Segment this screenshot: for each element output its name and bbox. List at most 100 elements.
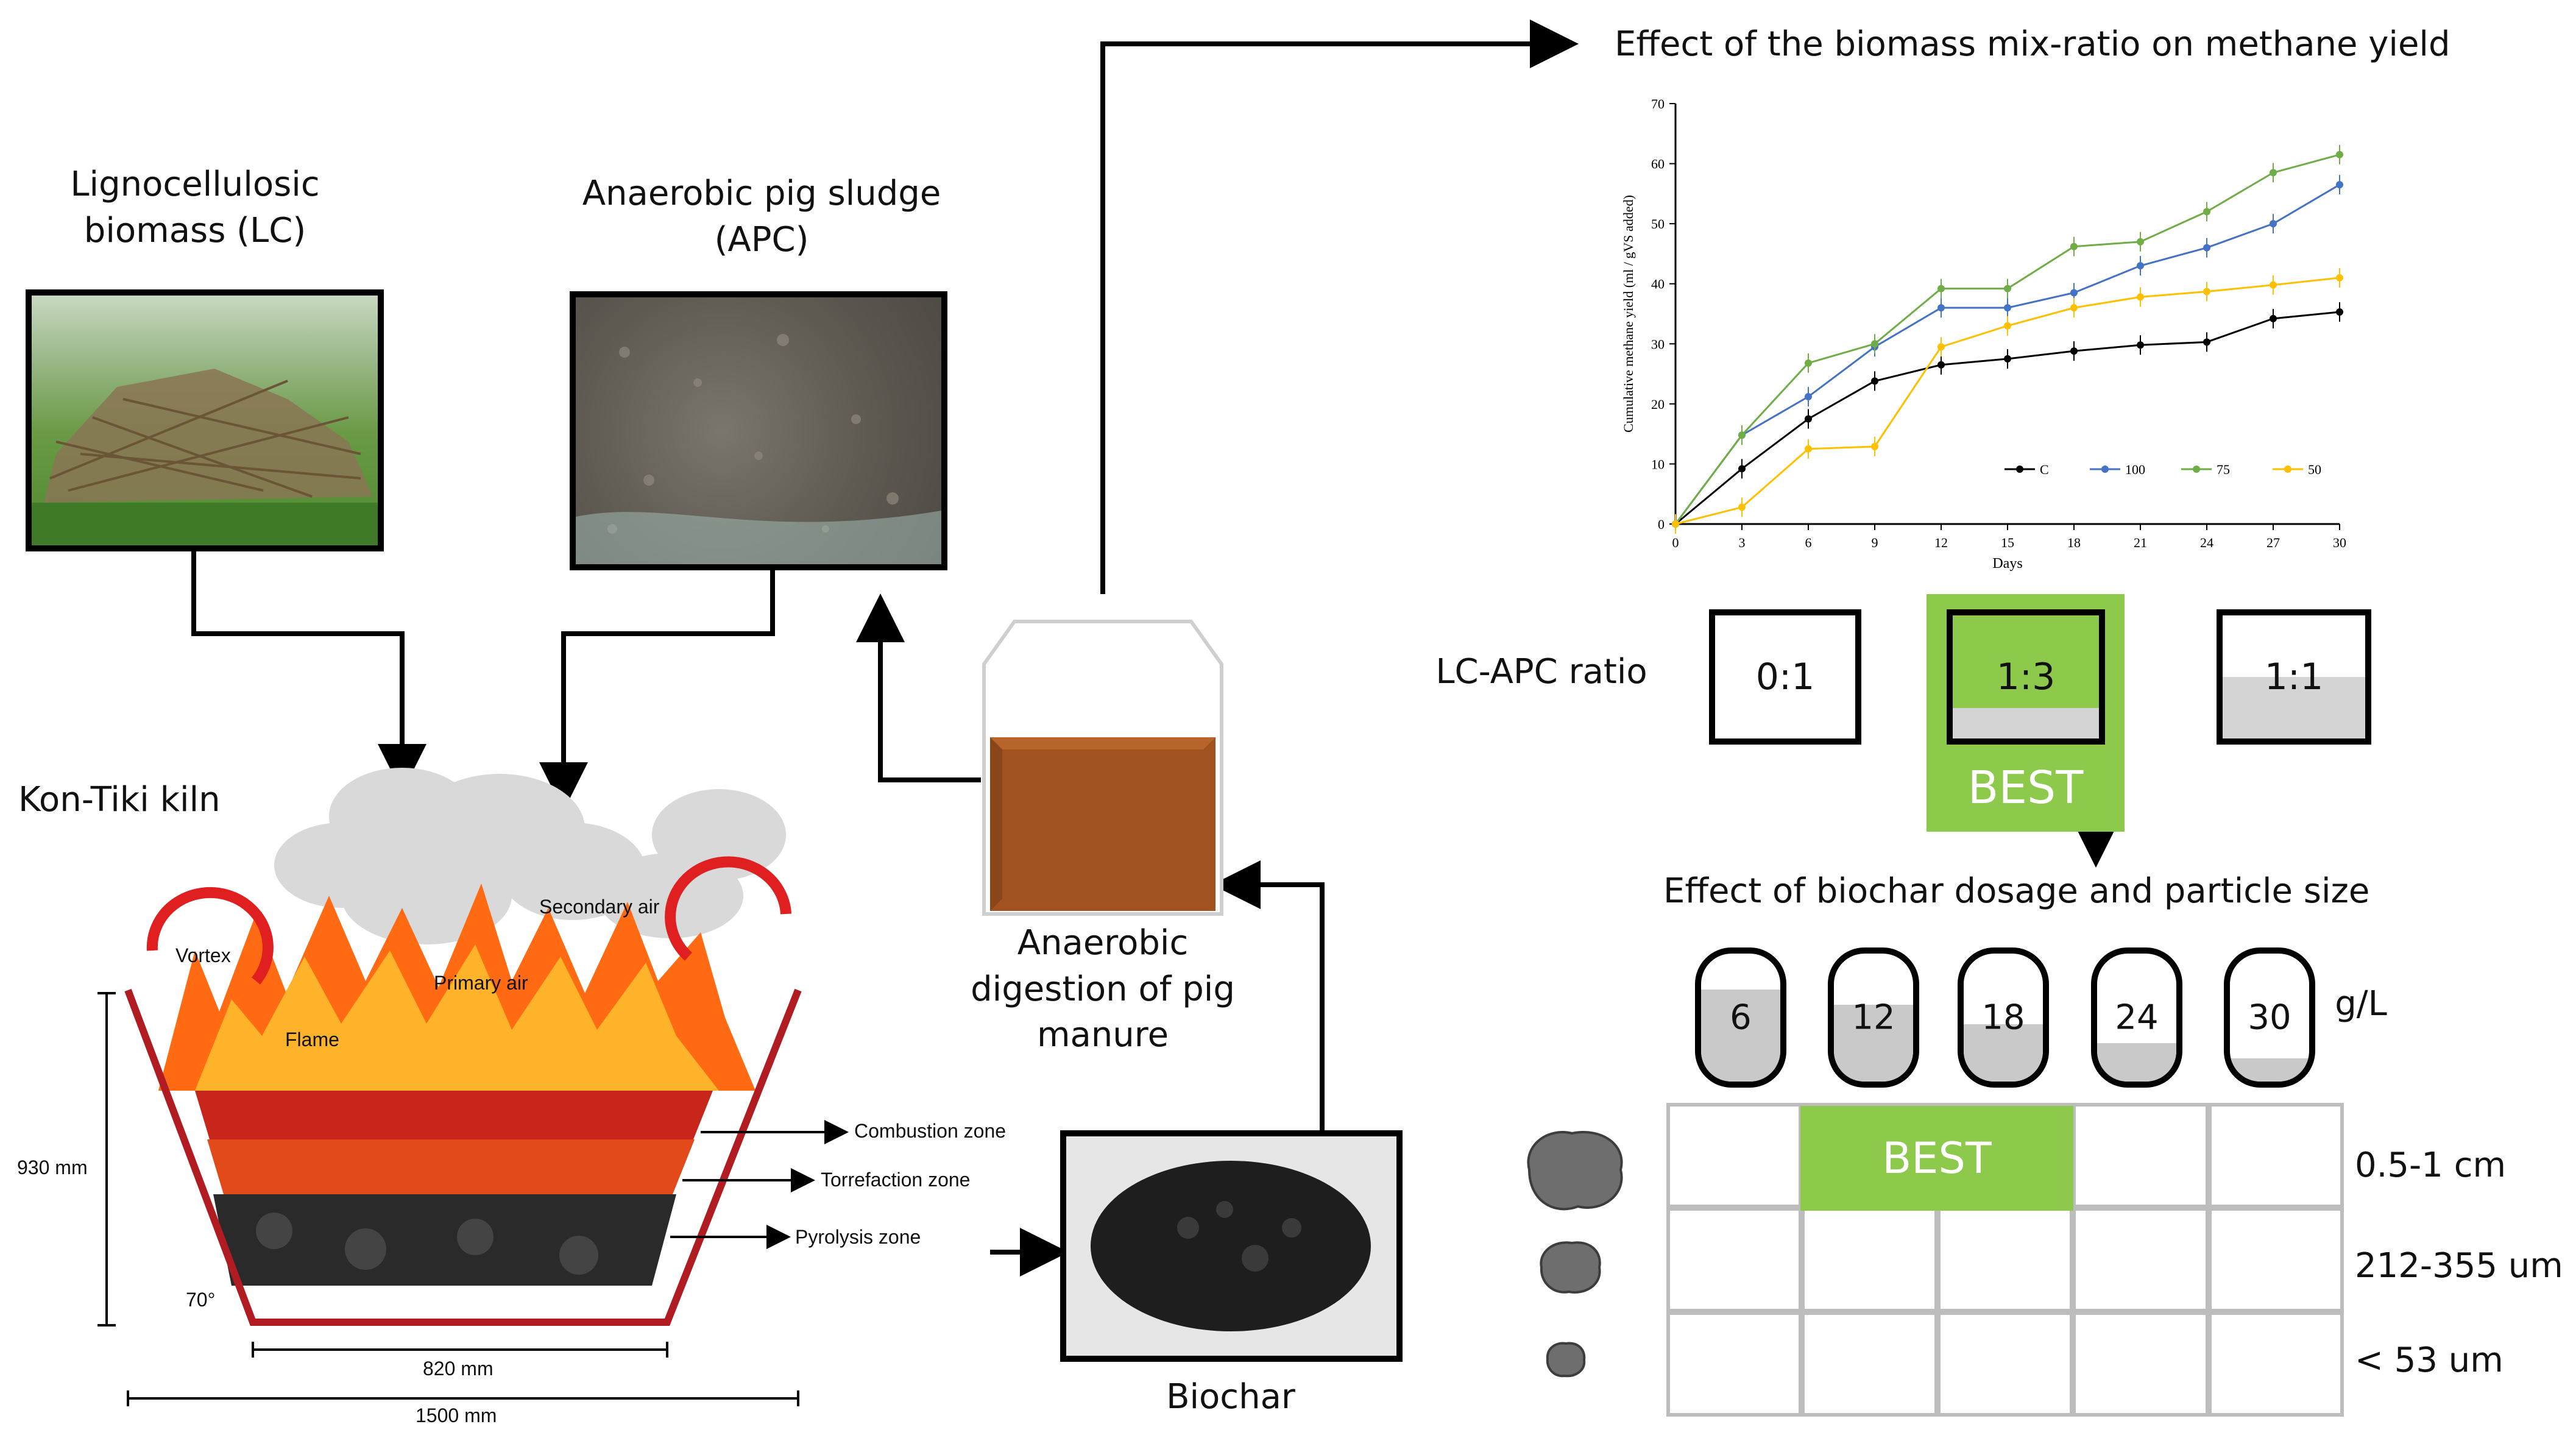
data-point <box>1738 431 1746 439</box>
best-ratio-label: BEST <box>1967 762 2084 814</box>
data-point <box>2270 314 2277 322</box>
data-point <box>1738 503 1746 511</box>
bottom-width-label: 820 mm <box>423 1358 494 1379</box>
vial-fill <box>1964 1024 2043 1082</box>
legend-entry: 75 <box>2217 462 2230 477</box>
y-tick-label: 40 <box>1651 277 1665 292</box>
angle-label: 70° <box>186 1289 216 1311</box>
grid-cell <box>2073 1312 2209 1417</box>
data-point <box>1805 393 1812 401</box>
dosage-vial-12: 12 <box>1828 947 1919 1088</box>
dosage-vial-18: 18 <box>1958 947 2049 1088</box>
y-axis-label: Cumulative methane yield (ml / gVS added… <box>1621 195 1636 433</box>
data-point <box>1937 361 1945 369</box>
grid-cell <box>1802 1207 1937 1312</box>
lc-stick-pile <box>32 369 378 545</box>
data-point <box>1805 415 1812 423</box>
data-point <box>1672 520 1679 528</box>
data-point <box>2070 304 2078 312</box>
grid-cell <box>2208 1103 2344 1208</box>
digester-vessel <box>982 620 1223 916</box>
top-width-label: 1500 mm <box>416 1404 497 1426</box>
vial-fill <box>2097 1043 2176 1082</box>
grid-cell <box>1937 1207 2073 1312</box>
data-point <box>2336 151 2343 158</box>
vortex-arrows <box>146 856 791 985</box>
secondary-air-label: Secondary air <box>539 896 660 918</box>
data-point <box>1937 343 1945 351</box>
x-tick-label: 18 <box>2067 535 2081 550</box>
ratio-box-text: 1:1 <box>2264 656 2324 698</box>
vial-fill <box>2230 1058 2309 1082</box>
legend-marker <box>2101 466 2109 473</box>
x-tick-label: 6 <box>1805 535 1812 550</box>
arrow-digester-to-chart <box>1100 19 1579 594</box>
y-tick-label: 0 <box>1658 517 1665 532</box>
pyrolysis-zone-label: Pyrolysis zone <box>795 1226 921 1248</box>
legend-marker <box>2193 466 2200 473</box>
x-tick-label: 30 <box>2333 535 2346 550</box>
data-point <box>2004 322 2011 330</box>
size-label-small: < 53 um <box>2355 1340 2503 1380</box>
digestion-title: Anaerobic digestion of pig manure <box>969 920 1237 1058</box>
legend-entry: 50 <box>2308 462 2321 477</box>
kiln-illustration <box>97 768 849 1406</box>
apc-photo <box>570 291 947 570</box>
coals <box>195 1091 713 1286</box>
biochar-pile <box>1091 1161 1371 1331</box>
vial-fill <box>1834 1005 1913 1082</box>
data-point <box>2137 293 2144 301</box>
grid-cell <box>1666 1103 1802 1208</box>
effect-dosage-title: Effect of biochar dosage and particle si… <box>1663 871 2370 911</box>
particle-medium-icon <box>1540 1241 1601 1294</box>
vial-label: 24 <box>2115 997 2159 1038</box>
primary-air-label: Primary air <box>434 972 528 994</box>
data-point <box>1805 359 1812 367</box>
vial-label: 30 <box>2248 997 2291 1038</box>
lc-photo <box>26 289 384 551</box>
data-point <box>2270 169 2277 177</box>
ratio-label: LC-APC ratio <box>1435 652 1647 692</box>
smoke-clouds <box>274 768 786 944</box>
x-tick-label: 12 <box>1934 535 1948 550</box>
apc-title-line2: (APC) <box>714 219 809 260</box>
x-tick-label: 21 <box>2134 535 2147 550</box>
legend-entry: C <box>2040 462 2049 477</box>
height-label: 930 mm <box>17 1156 88 1178</box>
data-point <box>1937 285 1945 292</box>
combustion-zone-label: Combustion zone <box>854 1120 1007 1142</box>
x-tick-label: 24 <box>2200 535 2213 550</box>
ratio-box-fill <box>1953 707 2099 738</box>
digestion-title-line3: manure <box>1036 1015 1169 1055</box>
x-tick-label: 27 <box>2266 535 2280 550</box>
vial-label: 12 <box>1852 997 1895 1038</box>
ratio-box-0-1: 0:1 <box>1709 609 1861 745</box>
dosage-vial-6: 6 <box>1695 947 1786 1088</box>
data-point <box>1937 304 1945 312</box>
data-point <box>2004 285 2011 292</box>
ratio-box-1-3: 1:3 <box>1947 609 2105 745</box>
data-point <box>2270 220 2277 228</box>
data-point <box>2270 281 2277 289</box>
torrefaction-zone-label: Torrefaction zone <box>821 1169 971 1191</box>
y-tick-label: 30 <box>1651 336 1665 352</box>
kiln-wall <box>124 988 802 1326</box>
size-label-large: 0.5-1 cm <box>2355 1146 2507 1185</box>
data-point <box>2070 347 2078 355</box>
x-axis-label: Days <box>1992 556 2022 572</box>
grid-cell <box>1937 1312 2073 1417</box>
x-tick-label: 3 <box>1739 535 1746 550</box>
ratio-box-1-1: 1:1 <box>2217 609 2371 745</box>
legend-entry: 100 <box>2125 462 2145 477</box>
kiln-title: Kon-Tiki kiln <box>18 780 221 820</box>
biochar-title: Biochar <box>1166 1377 1295 1417</box>
data-point <box>1871 340 1878 348</box>
data-point <box>2070 289 2078 297</box>
y-tick-label: 50 <box>1651 216 1665 232</box>
data-point <box>2203 208 2210 216</box>
grid-cell <box>2208 1207 2344 1312</box>
dimension-lines <box>97 992 799 1406</box>
grid-cell <box>2073 1207 2209 1312</box>
